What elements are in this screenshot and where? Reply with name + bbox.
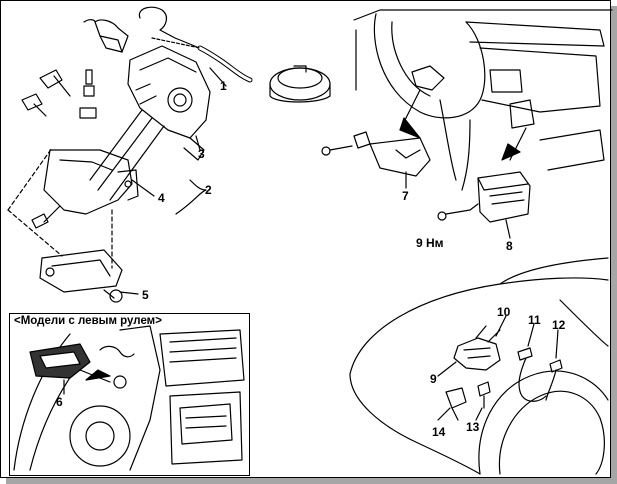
callout-11: 11 bbox=[528, 313, 541, 327]
inset-lhd-dashboard bbox=[13, 325, 245, 471]
callout-9: 9 bbox=[430, 372, 437, 386]
torque-label: 9 Нм bbox=[416, 236, 444, 250]
callout-6: 6 bbox=[56, 395, 63, 409]
inset-title: <Модели с левым рулем> bbox=[14, 315, 162, 327]
inset-frame bbox=[9, 313, 250, 476]
callout-14: 14 bbox=[432, 425, 446, 439]
callout-8: 8 bbox=[506, 239, 513, 253]
frame-shadow-bottom bbox=[6, 478, 617, 484]
frame-shadow-right bbox=[611, 6, 617, 484]
callout-5: 5 bbox=[142, 288, 149, 302]
callout-1: 1 bbox=[220, 79, 227, 93]
callout-12: 12 bbox=[552, 318, 566, 332]
callout-3: 3 bbox=[198, 147, 205, 161]
car-front-view bbox=[349, 257, 609, 475]
callout-10: 10 bbox=[497, 305, 511, 319]
callout-4: 4 bbox=[158, 191, 165, 205]
dashboard-view bbox=[321, 9, 613, 239]
callout-13: 13 bbox=[466, 420, 480, 434]
callout-2: 2 bbox=[205, 183, 212, 197]
callout-7: 7 bbox=[402, 189, 409, 203]
diagram-frame bbox=[0, 0, 611, 478]
steering-lock-assembly bbox=[7, 6, 331, 303]
